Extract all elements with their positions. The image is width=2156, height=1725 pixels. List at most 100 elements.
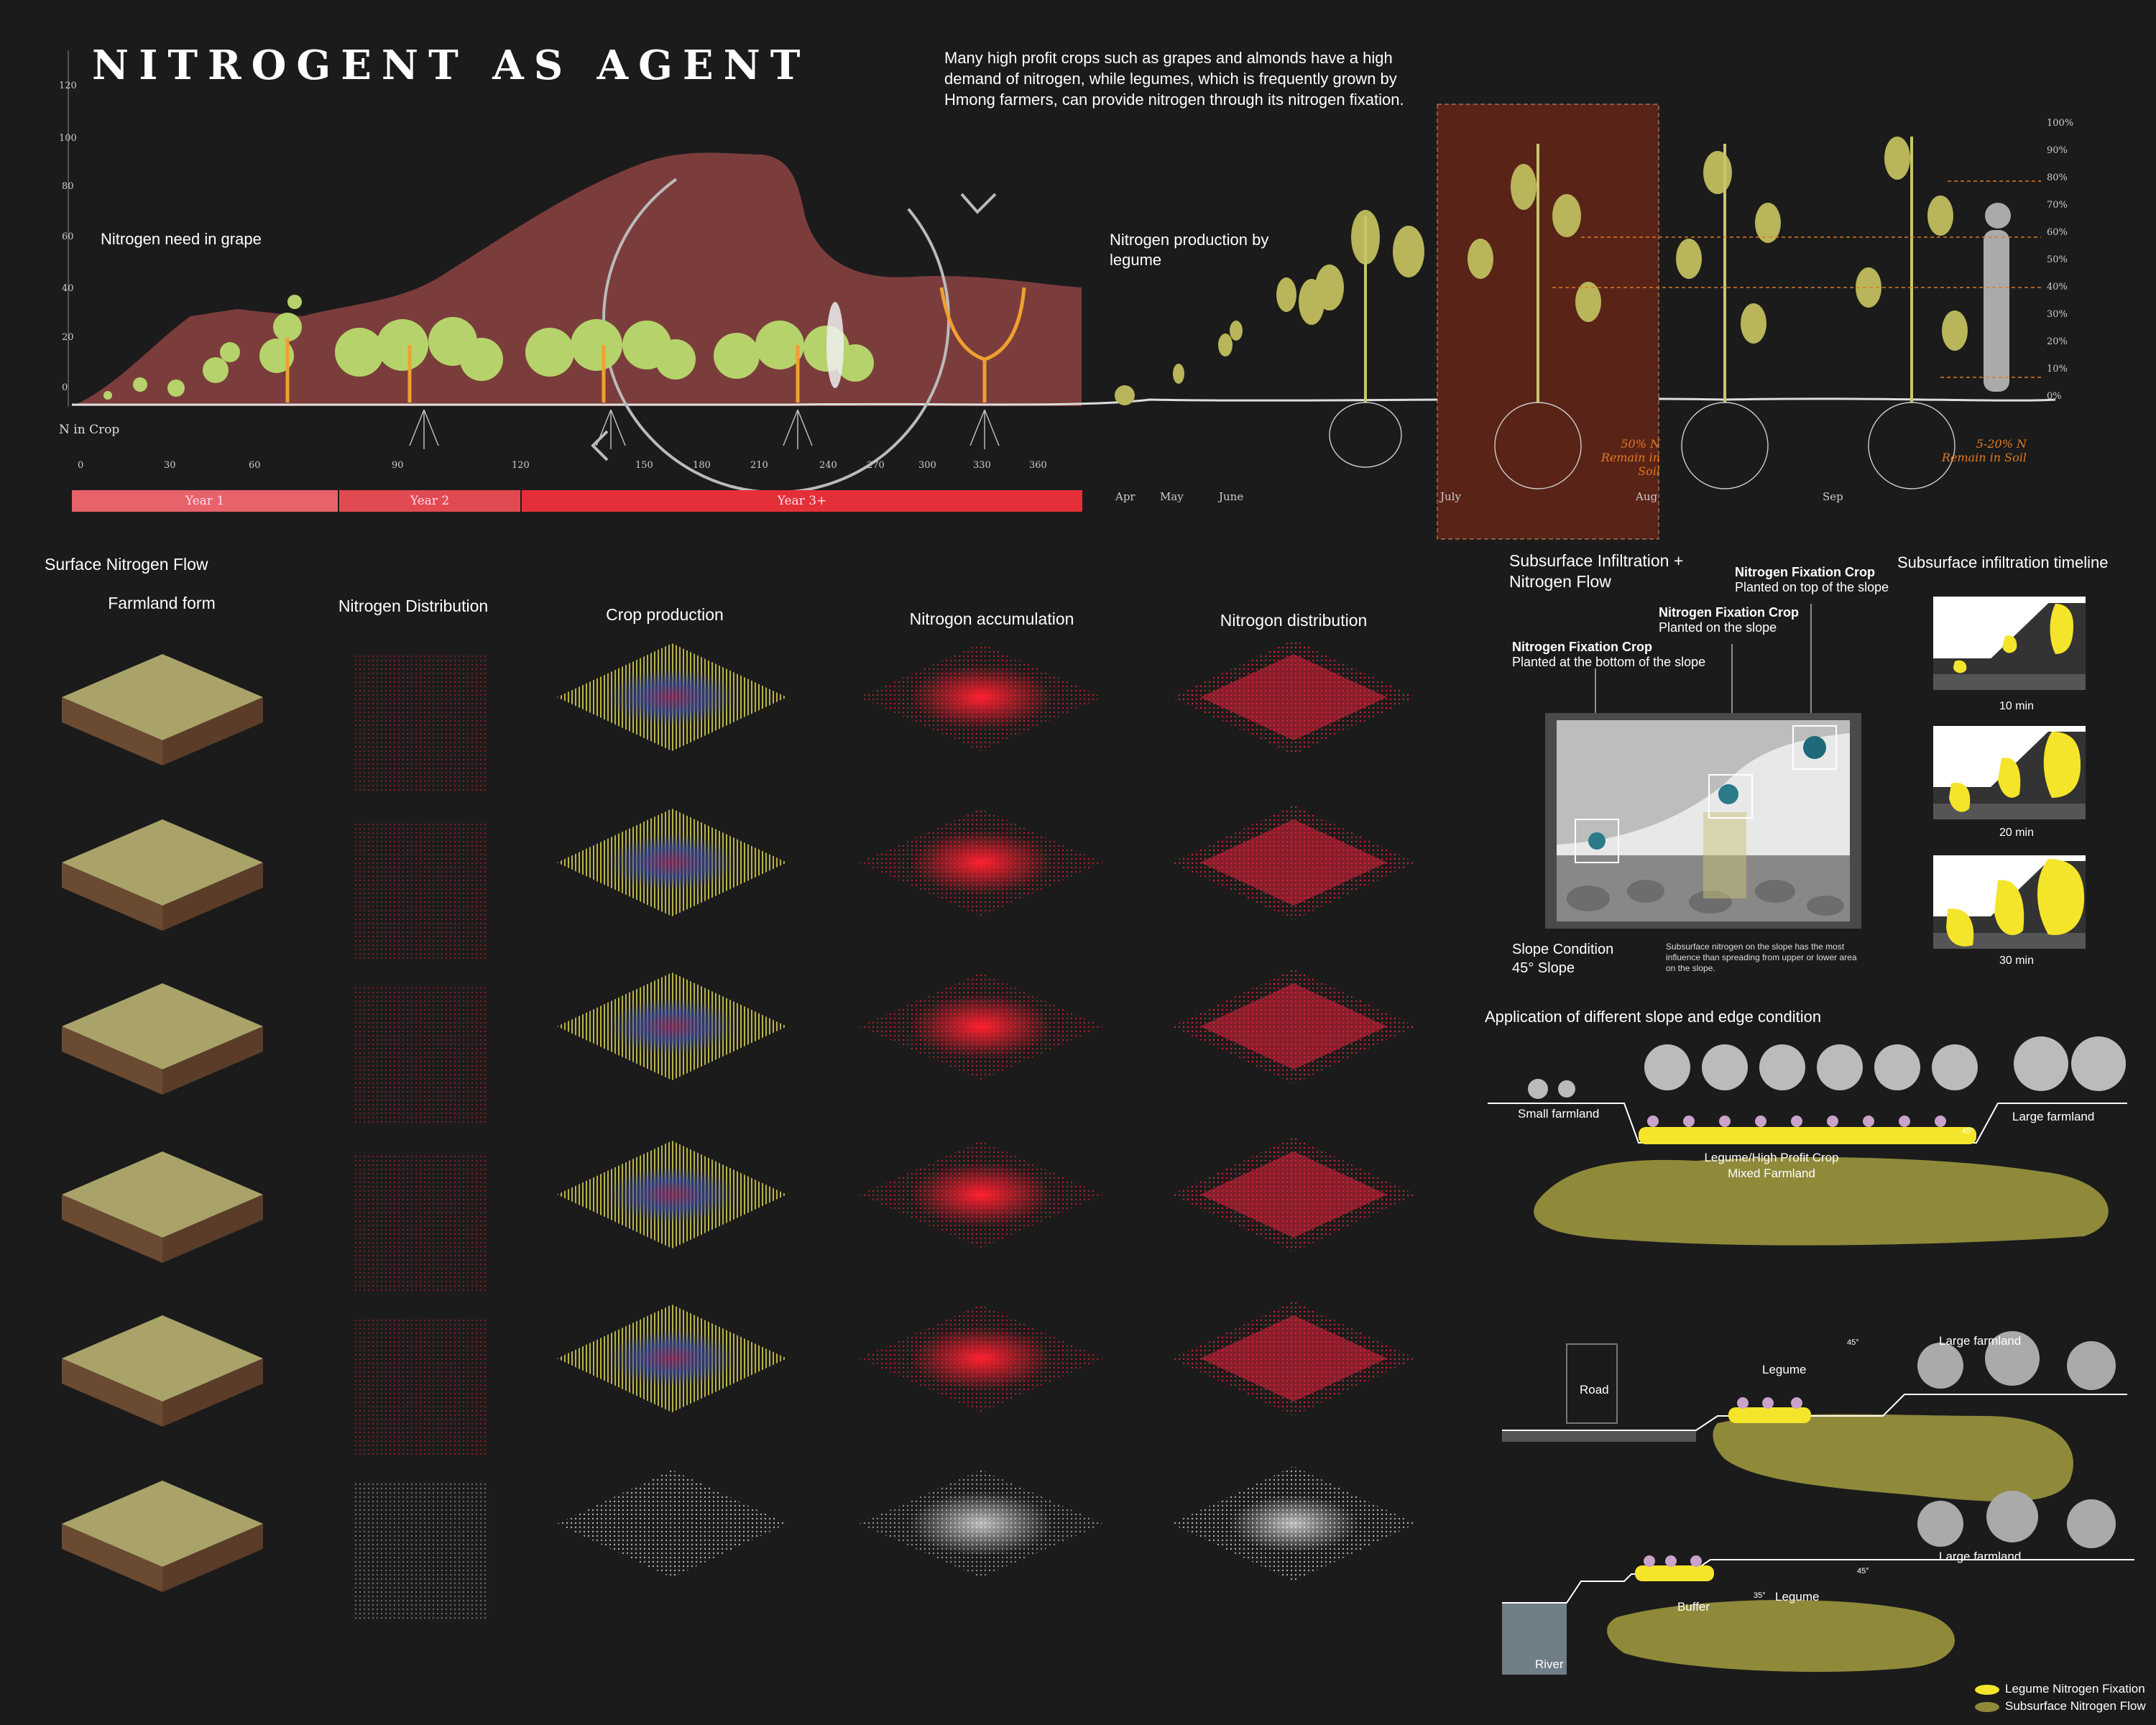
pct-tick: 90% (2047, 145, 2068, 156)
legend-fixation: Legume Nitrogen Fixation (1975, 1682, 2145, 1696)
year-2-bar: Year 2 (410, 494, 450, 508)
pct-tick: 60% (2047, 227, 2068, 238)
subsurface-title: Subsurface Infiltration +Nitrogen Flow (1509, 551, 1684, 591)
section-1 (1488, 1036, 2127, 1246)
x-tick: 210 (750, 460, 768, 471)
infiltration-timeline (1933, 597, 2086, 949)
pct-guides (1552, 180, 2041, 378)
nitrogen-distribution-map (352, 985, 489, 1123)
month-sep: Sep (1823, 490, 1843, 503)
farmland-side (62, 1026, 162, 1095)
accumulation-core (909, 1326, 1053, 1391)
accumulation-core (909, 1162, 1053, 1227)
y-tick: 80 (62, 181, 74, 192)
x-tick: 150 (635, 460, 653, 471)
accumulation-core (909, 665, 1053, 730)
farmland-side (162, 1358, 263, 1427)
page-title: NITROGENT AS AGENT (92, 42, 811, 89)
small-farmland-1: Small farmland (1518, 1107, 1600, 1121)
legume-label-3: Legume (1775, 1590, 1820, 1604)
application-sections (1488, 1036, 2134, 1675)
pct-tick: 70% (2047, 200, 2068, 211)
month-july: July (1440, 490, 1461, 503)
x-tick: 300 (918, 460, 936, 471)
distribution-hotspot (1200, 983, 1387, 1070)
col-head-farmland: Farmland form (108, 594, 216, 612)
x-tick: 180 (693, 460, 711, 471)
y-axis-label: N in Crop (59, 423, 120, 437)
farmland-side (162, 1524, 263, 1592)
july-aug-highlight (1437, 104, 1659, 540)
large-farmland-3: Large farmland (1939, 1550, 2022, 1563)
farmland-side (62, 862, 162, 931)
pct-tick: 20% (2047, 336, 2068, 347)
col-head-accumulation: Nitrogon accumulation (909, 610, 1074, 628)
col-head-distribution: Nitrogon distribution (1220, 611, 1368, 630)
x-tick: 60 (249, 460, 261, 471)
flow-swatch (1975, 1701, 1999, 1712)
intro-text: Many high profit crops such as grapes an… (944, 49, 1404, 109)
y-tick: 0 (62, 382, 68, 393)
river-label: River (1535, 1657, 1564, 1671)
time-10: 10 min (1999, 700, 2035, 712)
y-tick: 120 (59, 80, 77, 91)
slope-experiment-photo (1545, 604, 1861, 929)
farmland-side (162, 1026, 263, 1095)
x-tick: 270 (867, 460, 885, 471)
x-tick: 120 (512, 460, 530, 471)
x-tick: 330 (973, 460, 991, 471)
angle-label-3: 45° (1857, 1567, 1869, 1576)
nitrogen-distribution-map (352, 1317, 489, 1455)
legend-flow: Subsurface Nitrogen Flow (1975, 1699, 2146, 1714)
pct-tick: 80% (2047, 172, 2068, 183)
nitrogen-distribution-map (352, 656, 489, 794)
legume-roots (1329, 402, 1955, 489)
farmland-side (62, 1524, 162, 1592)
month-june: June (1219, 490, 1244, 503)
farmer-figure (1984, 230, 2009, 392)
application-title: Application of different slope and edge … (1485, 1008, 1822, 1026)
nitrogen-distribution-map (352, 1482, 489, 1620)
x-tick: 30 (164, 460, 176, 471)
y-tick: 20 (62, 332, 74, 343)
angle-label-4: 35° (1754, 1591, 1766, 1600)
pct-tick: 10% (2047, 364, 2068, 374)
grape-label: Nitrogen need in grape (101, 230, 262, 248)
crop-yield-zone (607, 1330, 737, 1387)
timeline-20min (1933, 726, 2086, 819)
farmland-side (62, 1358, 162, 1427)
col-head-nitrogen-dist: Nitrogen Distribution (338, 597, 489, 615)
grape-plants (103, 295, 874, 400)
fixation-swatch (1975, 1684, 1999, 1695)
distribution-hotspot (1200, 819, 1387, 906)
x-tick: 240 (819, 460, 837, 471)
time-30: 30 min (1999, 954, 2035, 967)
distribution-hotspot (1200, 1151, 1387, 1238)
time-20: 20 min (1999, 827, 2035, 839)
accumulation-core (909, 830, 1053, 895)
year-3-bar: Year 3+ (777, 494, 827, 508)
slope-note: Subsurface nitrogen on the slope has the… (1666, 942, 1857, 973)
timeline-10min (1933, 597, 2086, 690)
x-tick: 0 (78, 460, 84, 471)
farmland-side (162, 1195, 263, 1263)
timeline-title: Subsurface infiltration timeline (1897, 553, 2109, 571)
angle-label-2: 45° (1847, 1338, 1859, 1347)
surface-grid (62, 640, 1416, 1620)
section-2 (1502, 1331, 2127, 1501)
accumulation-core (909, 1491, 1053, 1556)
month-apr: Apr (1115, 490, 1135, 503)
x-tick: 360 (1029, 460, 1047, 471)
nitrogen-timeline-chart (68, 50, 2056, 540)
pct-tick: 30% (2047, 309, 2068, 320)
farmland-side (162, 862, 263, 931)
legume-label: Nitrogen production by legume (1110, 231, 1269, 269)
pct-tick: 50% (2047, 254, 2068, 265)
farmland-side (162, 697, 263, 765)
legume-plants (1115, 137, 1968, 405)
